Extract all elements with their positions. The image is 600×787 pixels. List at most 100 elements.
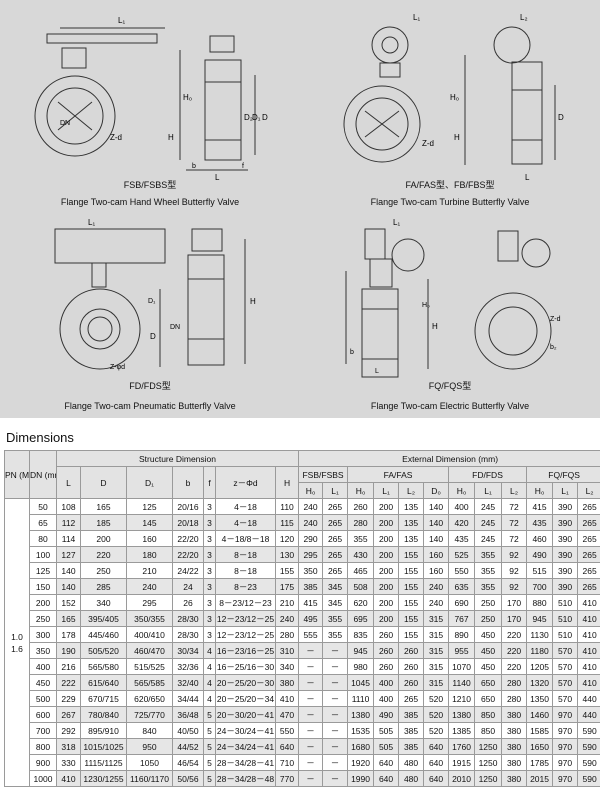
table-cell: 250 <box>81 563 127 579</box>
table-cell: 8－18 <box>216 563 276 579</box>
label-zd: Z-d <box>110 133 122 142</box>
dn-cell: 50 <box>30 499 57 515</box>
panel-pneumatic: L₁ D₁ D H Z-φd DN FD/FDS型 Flange Two-cam… <box>0 209 300 418</box>
table-cell: 240 <box>276 611 299 627</box>
table-cell: 245 <box>475 499 502 515</box>
table-cell: 1250 <box>475 739 502 755</box>
pn-value: 1.0 1.6 <box>5 499 30 787</box>
table-cell: 1585 <box>527 723 553 739</box>
table-cell: 1380 <box>348 707 374 723</box>
table-cell: 46/54 <box>173 755 204 771</box>
label-zphd: Z-φd <box>110 364 125 371</box>
table-cell: 510 <box>553 595 578 611</box>
table-cell: 635 <box>449 579 475 595</box>
table-cell: 315 <box>424 611 449 627</box>
table-cell: － <box>299 643 323 659</box>
table-cell: 92 <box>502 547 527 563</box>
table-cell: 260 <box>399 659 424 675</box>
table-cell: 265 <box>399 691 424 707</box>
table-cell: 185 <box>81 515 127 531</box>
table-cell: 220 <box>502 659 527 675</box>
table-cell: 265 <box>323 563 348 579</box>
table-cell: 40/50 <box>173 723 204 739</box>
label-b: b <box>192 163 196 170</box>
col-header: L₂ <box>502 483 527 499</box>
table-cell: 260 <box>399 643 424 659</box>
col-header: L₁ <box>553 483 578 499</box>
table-cell: 180 <box>127 547 173 563</box>
table-cell: 24－30/24－41 <box>216 723 276 739</box>
table-cell: 570 <box>553 691 578 707</box>
col-header: D <box>81 467 127 499</box>
table-cell: 695 <box>348 611 374 627</box>
table-cell: 570 <box>553 675 578 691</box>
table-cell: 200 <box>374 531 399 547</box>
table-cell: 240 <box>424 595 449 611</box>
table-cell: 200 <box>81 531 127 547</box>
table-cell: 216 <box>57 659 81 675</box>
table-cell: 355 <box>475 563 502 579</box>
table-cell: 385 <box>399 707 424 723</box>
table-cell: － <box>299 707 323 723</box>
table-cell: 200 <box>374 515 399 531</box>
table-cell: 4－18/8－18 <box>216 531 276 547</box>
table-cell: 570 <box>553 659 578 675</box>
table-cell: 112 <box>57 515 81 531</box>
dn-cell: 350 <box>30 643 57 659</box>
table-cell: 3 <box>204 547 216 563</box>
table-cell: 1115/1125 <box>81 755 127 771</box>
table-cell: 200 <box>374 611 399 627</box>
table-cell: － <box>299 675 323 691</box>
table-cell: 1110 <box>348 691 374 707</box>
table-cell: 640 <box>374 755 399 771</box>
table-cell: 260 <box>374 643 399 659</box>
table-cell: 385 <box>399 739 424 755</box>
table-cell: 5 <box>204 739 216 755</box>
table-cell: 190 <box>57 643 81 659</box>
table-cell: 945 <box>348 643 374 659</box>
table-cell: 390 <box>553 499 578 515</box>
table-cell: 135 <box>399 515 424 531</box>
table-cell: 24－34/24－41 <box>216 739 276 755</box>
table-cell: 390 <box>553 515 578 531</box>
table-cell: 505/520 <box>81 643 127 659</box>
table-cell: 200 <box>374 563 399 579</box>
table-cell: 92 <box>502 579 527 595</box>
table-cell: 125 <box>127 499 173 515</box>
label-d: D <box>558 113 564 122</box>
table-cell: 240 <box>299 515 323 531</box>
table-cell: 315 <box>424 675 449 691</box>
table-cell: 114 <box>57 531 81 547</box>
dn-cell: 250 <box>30 611 57 627</box>
table-cell: － <box>299 739 323 755</box>
dn-cell: 450 <box>30 675 57 691</box>
table-cell: 400 <box>374 675 399 691</box>
table-cell: 980 <box>348 659 374 675</box>
table-cell: 3 <box>204 579 216 595</box>
table-cell: 520 <box>424 723 449 739</box>
table-cell: 390 <box>553 579 578 595</box>
table-cell: － <box>323 675 348 691</box>
table-cell: 410 <box>578 595 600 611</box>
label-d: D <box>262 113 268 122</box>
table-cell: 465 <box>348 563 374 579</box>
table-cell: 460 <box>527 531 553 547</box>
table-cell: 200 <box>374 595 399 611</box>
table-cell: 565/580 <box>81 659 127 675</box>
table-cell: 200 <box>374 547 399 563</box>
table-cell: 26 <box>173 595 204 611</box>
table-cell: 120 <box>276 531 299 547</box>
table-cell: 1535 <box>348 723 374 739</box>
table-cell: 390 <box>553 531 578 547</box>
table-cell: 30/34 <box>173 643 204 659</box>
pn-header: PN (MPa) <box>5 451 30 499</box>
table-cell: 28－34/28－41 <box>216 755 276 771</box>
panel-model: FD/FDS型 <box>0 379 300 392</box>
table-cell: 1070 <box>449 659 475 675</box>
table-cell: 24/22 <box>173 563 204 579</box>
table-cell: 160 <box>424 547 449 563</box>
table-cell: 260 <box>399 675 424 691</box>
